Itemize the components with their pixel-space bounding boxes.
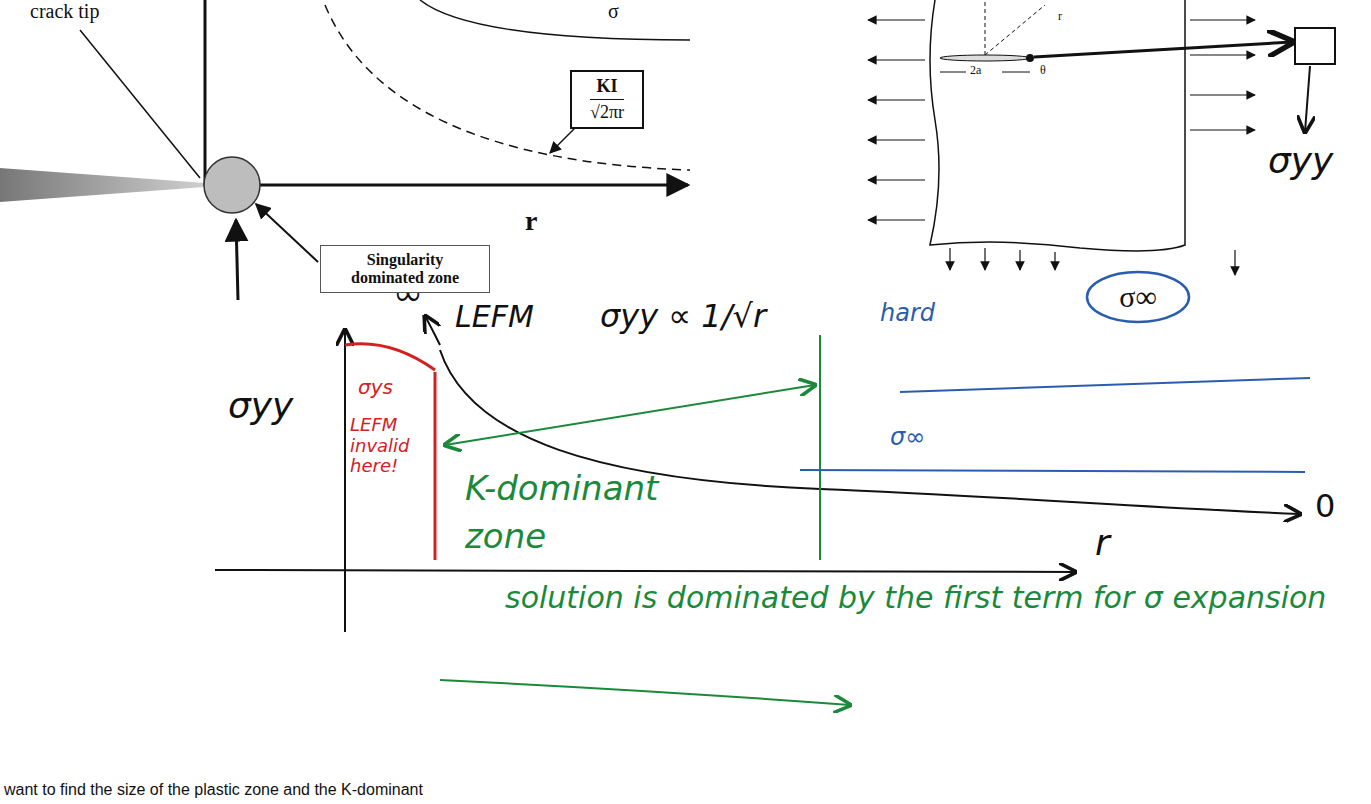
stress-label: σyy: [1268, 140, 1333, 181]
level-line: [800, 470, 1305, 472]
stress-axis: [344, 330, 346, 632]
dimension-line: [1002, 72, 1030, 73]
limit-label: 0: [1315, 488, 1335, 525]
crack-tip-dot: [1026, 54, 1034, 62]
zone-callout-box: Singularity dominated zone: [320, 245, 490, 293]
axis-label: σyy: [228, 385, 293, 426]
hand-arrow: [425, 316, 440, 345]
r-axis: [215, 570, 1075, 572]
angle-label: θ: [1040, 64, 1046, 78]
dimension-line: [940, 72, 966, 73]
axis-label: r: [1095, 522, 1110, 563]
zone-span-arrow: [445, 385, 815, 445]
level-line: [900, 378, 1310, 392]
hand-arrow: [1034, 42, 1292, 57]
node-text: σ∞: [1119, 280, 1157, 314]
note-label: solution is dominated by the first term …: [505, 578, 1345, 617]
fraction-denominator: √2πr: [590, 99, 624, 123]
axis-label: r: [525, 205, 537, 237]
singular-curve: [325, 5, 690, 170]
load-arrows: [868, 20, 1255, 275]
zone-boundary: [819, 335, 821, 560]
crack-shape: [0, 168, 205, 202]
stress-curve: [420, 0, 690, 40]
hand-arrow: [440, 680, 850, 705]
annotation-label: crack tip: [30, 0, 99, 23]
zone-label: K-dominant zone: [465, 465, 715, 560]
note-label: LEFM invalid here!: [350, 415, 430, 477]
singularity-zone: [204, 157, 260, 213]
axis-line: [985, 0, 986, 55]
yield-label: σys: [358, 376, 393, 399]
stress-element: [1295, 28, 1335, 64]
radius-line: [985, 5, 1045, 55]
note-label: LEFM: [455, 300, 534, 335]
formula-box: KI√2πr: [570, 70, 644, 129]
formula-label: σyy ∝ 1/√r: [600, 298, 766, 335]
yield-plateau: [345, 344, 435, 370]
plate-outline: [930, 0, 1185, 251]
stress-label: σ∞: [890, 424, 925, 452]
stress-symbol: σ: [608, 0, 619, 23]
fraction-numerator: KI: [590, 76, 624, 97]
body-text: want to find the size of the plastic zon…: [4, 781, 423, 799]
leader-line: [550, 128, 575, 153]
hand-arrow: [236, 220, 238, 300]
note-label: hard: [880, 300, 935, 328]
node-text: Singularity dominated zone: [329, 251, 481, 287]
highlight-ellipse: σ∞: [1085, 270, 1191, 324]
hand-arrow: [1305, 66, 1310, 132]
leader-line: [80, 30, 200, 178]
dimension-label: 2a: [970, 64, 981, 78]
leader-line: [256, 204, 318, 262]
plastic-zone-boundary: [434, 372, 437, 560]
crack: [940, 55, 1030, 61]
axis-label: r: [1058, 10, 1062, 24]
r-axis: [205, 184, 688, 187]
stress-axis: [204, 0, 207, 186]
